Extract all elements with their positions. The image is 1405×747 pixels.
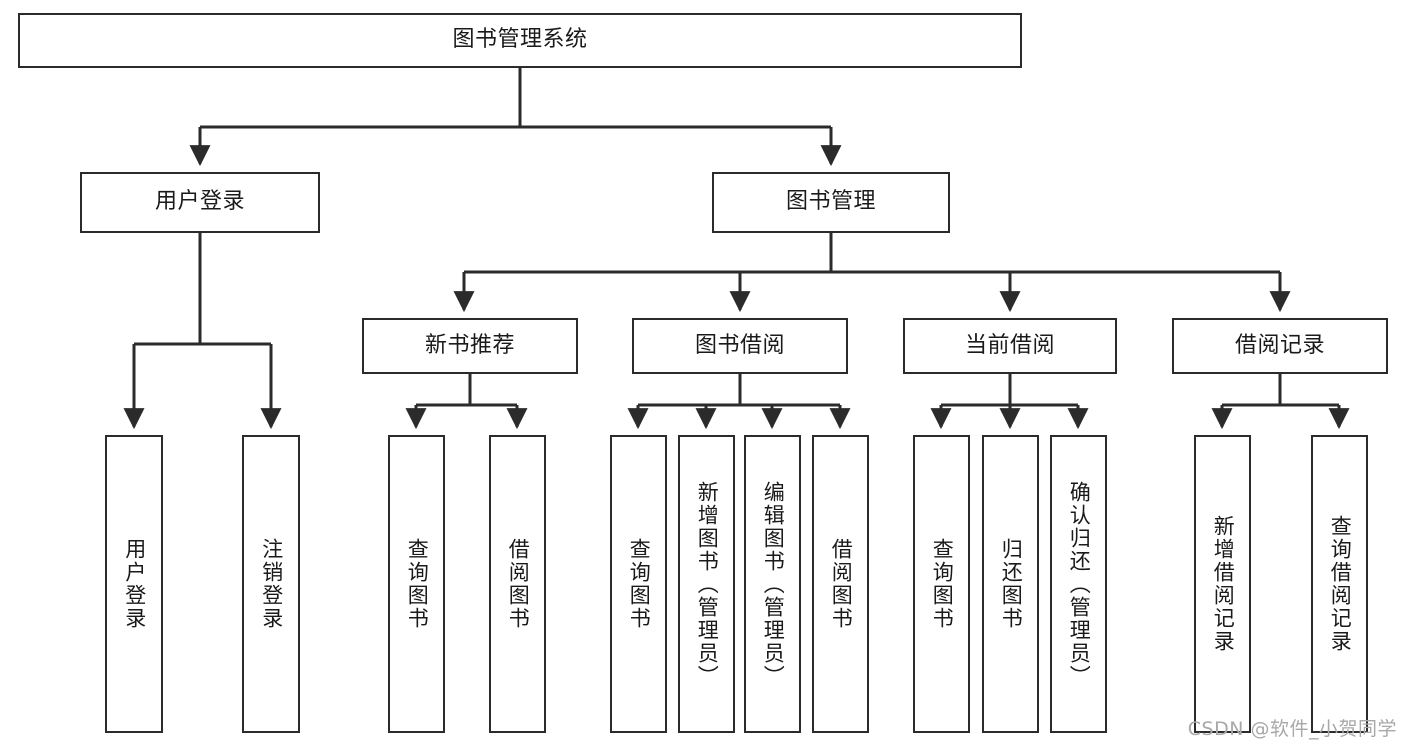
leaf-add-book-admin[interactable]: 新增图书（管理员） xyxy=(678,435,735,733)
node-label: 查询图书 xyxy=(930,538,955,630)
node-label: 编辑图书（管理员） xyxy=(761,480,786,688)
node-label: 借阅图书 xyxy=(506,538,531,630)
node-user-login[interactable]: 用户登录 xyxy=(80,172,320,233)
node-label: 用户登录 xyxy=(154,189,245,215)
leaf-query-book-current[interactable]: 查询图书 xyxy=(913,435,970,733)
node-label: 用户登录 xyxy=(122,538,147,630)
node-current-borrow[interactable]: 当前借阅 xyxy=(903,318,1117,374)
leaf-edit-book-admin[interactable]: 编辑图书（管理员） xyxy=(744,435,801,733)
node-label: 当前借阅 xyxy=(964,332,1055,358)
leaf-add-borrow-record[interactable]: 新增借阅记录 xyxy=(1194,435,1251,733)
node-label: 注销登录 xyxy=(259,538,284,630)
node-book-borrow[interactable]: 图书借阅 xyxy=(632,318,848,374)
node-label: 图书借阅 xyxy=(694,332,785,358)
node-book-management[interactable]: 图书管理 xyxy=(712,172,950,233)
node-label: 图书管理系统 xyxy=(452,27,588,53)
node-label: 新增借阅记录 xyxy=(1211,515,1236,653)
node-label: 图书管理 xyxy=(785,189,876,215)
csdn-watermark: CSDN @软件_小贺同学 xyxy=(1187,718,1397,740)
leaf-return-book[interactable]: 归还图书 xyxy=(982,435,1039,733)
node-label: 归还图书 xyxy=(999,538,1024,630)
leaf-query-borrow-record[interactable]: 查询借阅记录 xyxy=(1311,435,1368,733)
leaf-borrow-book-new-recommend[interactable]: 借阅图书 xyxy=(489,435,546,733)
leaf-query-book-new-recommend[interactable]: 查询图书 xyxy=(388,435,445,733)
leaf-user-logout[interactable]: 注销登录 xyxy=(242,435,300,733)
node-label: 查询图书 xyxy=(405,538,430,630)
node-label: 确认归还（管理员） xyxy=(1067,480,1092,688)
node-label: 借阅记录 xyxy=(1234,332,1325,358)
node-label: 新增图书（管理员） xyxy=(695,480,720,688)
leaf-user-login[interactable]: 用户登录 xyxy=(105,435,163,733)
node-borrow-record[interactable]: 借阅记录 xyxy=(1172,318,1388,374)
node-label: 借阅图书 xyxy=(829,538,854,630)
leaf-confirm-return-admin[interactable]: 确认归还（管理员） xyxy=(1050,435,1107,733)
node-label: 新书推荐 xyxy=(424,332,515,358)
node-root-book-management-system[interactable]: 图书管理系统 xyxy=(18,13,1022,68)
leaf-borrow-book[interactable]: 借阅图书 xyxy=(812,435,869,733)
node-label: 查询借阅记录 xyxy=(1328,515,1353,653)
leaf-query-book-borrow[interactable]: 查询图书 xyxy=(610,435,667,733)
node-new-book-recommend[interactable]: 新书推荐 xyxy=(362,318,578,374)
node-label: 查询图书 xyxy=(627,538,652,630)
